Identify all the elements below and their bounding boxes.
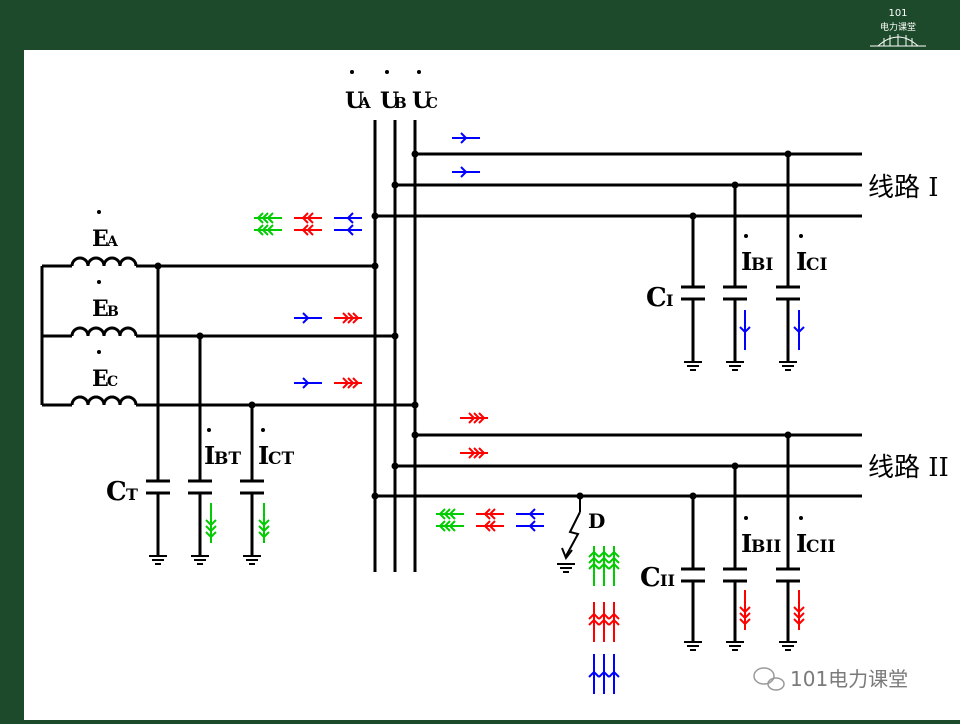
current-label-ib1: IBI bbox=[741, 234, 773, 276]
arrow-line2-fault-a bbox=[436, 508, 464, 532]
svg-text:CT: CT bbox=[268, 449, 295, 469]
arrow-ic1 bbox=[793, 310, 805, 350]
svg-text:B: B bbox=[107, 304, 119, 320]
arrow-fault-c bbox=[588, 654, 620, 694]
arrow-gen-c-b bbox=[334, 377, 362, 389]
line-1-label: 线路 I bbox=[868, 173, 939, 203]
logo-arch-icon bbox=[870, 34, 926, 47]
arrow-fault-b bbox=[588, 602, 620, 642]
svg-text:I: I bbox=[741, 247, 752, 276]
arrow-gen-c bbox=[334, 212, 362, 236]
svg-text:101电力课堂: 101电力课堂 bbox=[790, 667, 908, 691]
logo-number: 101 bbox=[888, 8, 907, 19]
arrow-ic2 bbox=[793, 590, 805, 630]
arrow-line2-b bbox=[460, 447, 488, 459]
line-2-label: 线路 II bbox=[868, 453, 949, 483]
arrow-gen-b bbox=[294, 212, 322, 236]
circuit-diagram: UA UB UC EA EB EC 线路 I 线路 II CT CI CII I… bbox=[40, 70, 949, 694]
svg-text:II: II bbox=[660, 571, 675, 590]
svg-text:I: I bbox=[258, 441, 269, 470]
svg-text:E: E bbox=[92, 366, 109, 392]
svg-text:E: E bbox=[92, 296, 109, 322]
bus-label-c: UC bbox=[412, 70, 438, 114]
svg-text:C: C bbox=[646, 283, 667, 313]
generator-lines bbox=[136, 264, 415, 407]
arrow-ib1 bbox=[739, 310, 751, 350]
logo-text: 电力课堂 bbox=[880, 21, 916, 33]
svg-text:I: I bbox=[796, 247, 807, 276]
source-label-a: EA bbox=[92, 210, 119, 252]
logo: 101 电力课堂 bbox=[870, 8, 926, 47]
line-2-capacitors bbox=[681, 435, 800, 642]
bus-label-b: UB bbox=[380, 70, 407, 114]
svg-text:A: A bbox=[106, 234, 119, 250]
current-flow-arrows bbox=[205, 132, 805, 694]
junction-dots bbox=[154, 150, 792, 500]
arrow-ib2 bbox=[739, 590, 751, 630]
svg-text:E: E bbox=[92, 226, 109, 252]
svg-text:I: I bbox=[204, 441, 215, 470]
svg-text:U: U bbox=[412, 88, 431, 114]
svg-text:I: I bbox=[796, 529, 807, 558]
arrow-fault-a bbox=[588, 546, 620, 586]
svg-text:T: T bbox=[126, 485, 138, 504]
arrow-line2-fault-b bbox=[476, 508, 504, 532]
arrow-gen-a bbox=[254, 212, 282, 236]
generator-windings bbox=[40, 256, 138, 407]
svg-text:B: B bbox=[394, 94, 407, 112]
arrow-gen-c-c bbox=[294, 377, 322, 389]
svg-text:C: C bbox=[640, 563, 661, 593]
svg-text:A: A bbox=[358, 94, 371, 112]
generator-capacitors bbox=[146, 266, 264, 556]
arrow-line1-a bbox=[452, 132, 480, 144]
svg-text:C: C bbox=[426, 94, 438, 112]
arrow-line2-fault-c bbox=[516, 508, 544, 532]
source-label-b: EB bbox=[92, 280, 119, 322]
ground-icon bbox=[149, 361, 797, 651]
svg-text:U: U bbox=[380, 88, 399, 114]
fault-lightning-icon bbox=[557, 496, 581, 573]
bus-label-a: UA bbox=[345, 70, 371, 114]
arrow-gen-b-c bbox=[294, 312, 322, 324]
arrow-ibt bbox=[205, 503, 217, 543]
svg-text:C: C bbox=[107, 374, 118, 390]
wechat-icon bbox=[753, 667, 785, 691]
svg-text:U: U bbox=[345, 88, 364, 114]
svg-text:C: C bbox=[106, 477, 127, 507]
current-label-ic1: ICI bbox=[796, 234, 828, 276]
arrow-line2-a bbox=[460, 412, 488, 424]
svg-text:I: I bbox=[666, 291, 673, 310]
svg-text:BII: BII bbox=[751, 537, 781, 557]
current-label-ibt: IBT bbox=[204, 428, 241, 470]
fault-label: D bbox=[588, 509, 605, 533]
line-1-capacitors bbox=[681, 154, 800, 362]
source-label-c: EC bbox=[92, 350, 118, 392]
svg-text:BT: BT bbox=[214, 449, 241, 469]
svg-text:CII: CII bbox=[806, 537, 835, 557]
arrow-ict bbox=[258, 503, 270, 543]
svg-text:I: I bbox=[741, 529, 752, 558]
watermark: 101电力课堂 bbox=[753, 667, 908, 691]
svg-text:BI: BI bbox=[751, 255, 773, 275]
svg-text:CI: CI bbox=[806, 255, 828, 275]
arrow-line1-b bbox=[452, 166, 480, 178]
current-label-ict: ICT bbox=[258, 428, 295, 470]
arrow-gen-b-b bbox=[334, 312, 362, 324]
